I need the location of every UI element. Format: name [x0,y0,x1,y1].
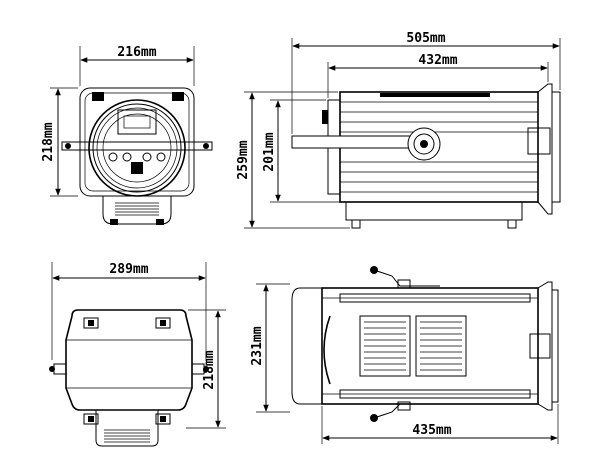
front-view: 216mm 218mm [41,45,213,225]
front-vent-grille [115,202,159,216]
top-length-label: 435mm [412,423,451,438]
front-width-label: 216mm [117,45,156,60]
top-width-label: 231mm [250,326,265,365]
side-body-length-label: 432mm [418,53,457,68]
side-view: 505mm 432mm 259mm 201mm [236,31,561,229]
front-height-label: 218mm [41,122,56,161]
rear-vent-grille [104,429,150,443]
side-total-height-label: 259mm [236,140,251,179]
side-cooling-fins [340,93,538,193]
rear-width-label: 289mm [109,262,148,277]
top-vent-panels [359,315,467,377]
top-view: 231mm 435mm [250,266,559,444]
side-total-length-label: 505mm [406,31,445,46]
side-body-height-label: 201mm [262,132,277,171]
rear-height-label: 218mm [202,350,217,389]
rear-view: 289mm 218mm [49,262,226,447]
